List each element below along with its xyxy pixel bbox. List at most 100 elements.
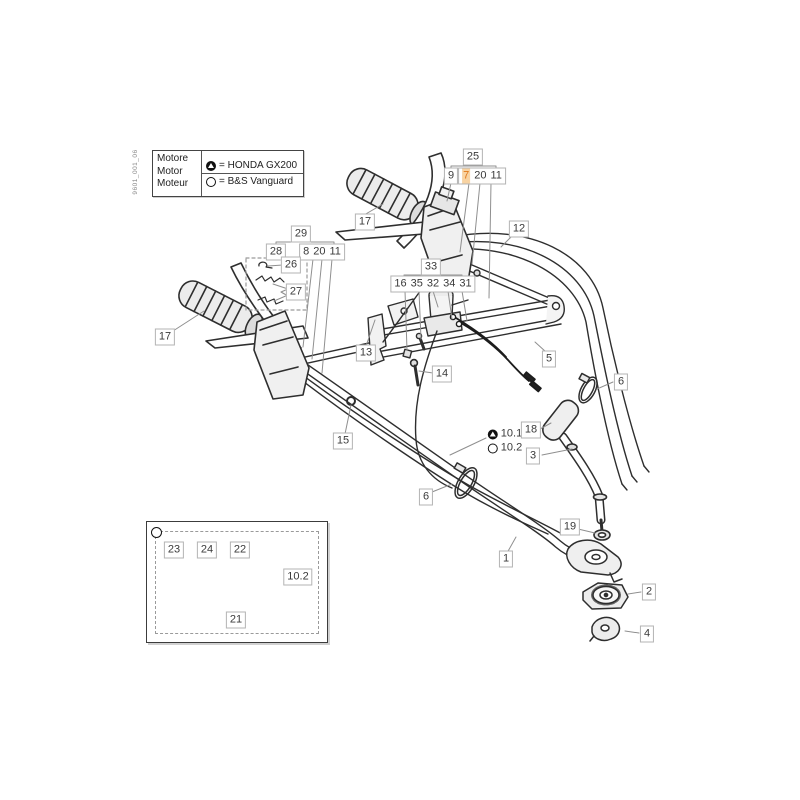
cable-clamp-lower	[453, 462, 478, 500]
left-grip	[178, 280, 264, 340]
marker-label-10-1: 10.1	[487, 427, 523, 442]
part-number: 17	[358, 215, 372, 228]
legend-label-motore: Motore	[157, 153, 189, 164]
part-number: 27	[289, 285, 303, 298]
callout-3: 3	[525, 447, 541, 465]
callout-21: 21	[225, 611, 247, 629]
honda-engine-marker-icon	[206, 160, 216, 171]
part-number: 25	[466, 150, 480, 163]
part-number: 20	[313, 245, 326, 258]
part-number: 9	[447, 169, 455, 182]
legend-label-moteur: Moteur	[157, 178, 189, 189]
part-number: 13	[359, 346, 373, 359]
bs-engine-marker-icon-inset	[151, 527, 162, 538]
marker-label-10-2: 10.2	[487, 441, 523, 456]
part-number: 10.1	[500, 427, 523, 440]
engine-legend: Motore Motor Moteur = HONDA GX200 = B&S …	[152, 150, 304, 197]
cover-4	[589, 616, 621, 642]
part-number: 29	[294, 227, 308, 240]
callout-9: 9	[443, 167, 459, 185]
part-number: 11	[490, 169, 502, 182]
callout-28: 28	[265, 243, 287, 261]
part-number: 10.2	[500, 441, 523, 454]
callout-24: 24	[196, 541, 218, 559]
part-number: 18	[524, 423, 538, 436]
callout-18: 18	[520, 421, 542, 439]
callout-25: 25	[462, 148, 484, 166]
spring-27a	[255, 275, 285, 283]
callout-2: 2	[641, 583, 657, 601]
throttle-wires	[449, 313, 542, 393]
part-number: 15	[336, 434, 350, 447]
handlebar-mount	[566, 539, 623, 583]
right-handle-assembly	[335, 152, 474, 290]
part-number: 23	[167, 543, 181, 556]
part-number: 34	[443, 277, 456, 290]
callout-6-lower: 6	[418, 488, 434, 506]
washer-19	[593, 518, 611, 541]
left-handle-assembly	[178, 262, 310, 400]
honda-engine-marker-icon	[487, 429, 498, 439]
part-number: 31	[459, 277, 472, 290]
callout-15: 15	[332, 432, 354, 450]
part-number: 32	[426, 277, 440, 290]
legend-honda-text: = HONDA GX200	[219, 160, 298, 171]
inset-dashed-border	[155, 531, 319, 634]
left-handle-body	[253, 310, 310, 400]
lower-tube	[558, 432, 608, 525]
part-number: 11	[329, 245, 341, 258]
part-number: 1	[502, 552, 510, 565]
part-number: 22	[233, 543, 247, 556]
callout-23: 23	[163, 541, 185, 559]
legend-label-motor: Motor	[157, 165, 183, 177]
part-number: 10.2	[287, 570, 309, 583]
part-number: 5	[545, 352, 553, 365]
part-number: 12	[512, 222, 526, 235]
part-number: 20	[474, 169, 487, 182]
part-number: 35	[410, 277, 423, 290]
callout-13: 13	[355, 344, 377, 362]
mount-bracket-2	[582, 582, 629, 610]
part-number: 7	[462, 168, 471, 184]
part-number: 6	[617, 375, 625, 388]
callout-10-2-inset: 10.2	[283, 568, 313, 586]
callout-22: 22	[229, 541, 251, 559]
switch-9	[429, 186, 460, 216]
callout-14: 14	[431, 365, 453, 383]
callout-6-upper: 6	[613, 373, 629, 391]
part-number: 8	[303, 245, 310, 258]
callout-17-upper: 17	[354, 213, 376, 231]
bs-engine-marker-icon	[487, 443, 498, 453]
part-number: 21	[229, 613, 243, 626]
callout-1: 1	[498, 550, 514, 568]
legend-bs-text: = B&S Vanguard	[219, 176, 294, 187]
part-number: 16	[394, 277, 407, 290]
callout-26: 26	[280, 256, 302, 274]
callout-19: 19	[559, 518, 581, 536]
part-number: 19	[563, 520, 577, 533]
cable-clamp-upper	[578, 372, 598, 404]
part-number: 14	[435, 367, 449, 380]
part-number: 17	[158, 330, 172, 343]
callout-33: 33	[420, 258, 442, 276]
callout-29: 29	[290, 225, 312, 243]
screw-14	[409, 358, 420, 387]
rubber-sleeve	[542, 399, 580, 451]
part-number: 24	[200, 543, 214, 556]
part-number: 26	[284, 258, 298, 271]
part-number: 3	[529, 449, 537, 462]
callout-27: 27	[285, 283, 307, 301]
hook-26	[258, 261, 273, 269]
part-number: 6	[422, 490, 430, 503]
callout-4: 4	[639, 625, 655, 643]
part-number: 33	[424, 260, 438, 273]
callout-12: 12	[508, 220, 530, 238]
callout-17-left: 17	[154, 328, 176, 346]
spring-27b	[257, 296, 284, 305]
part-number: 4	[643, 627, 651, 640]
part-number: 28	[269, 245, 283, 258]
